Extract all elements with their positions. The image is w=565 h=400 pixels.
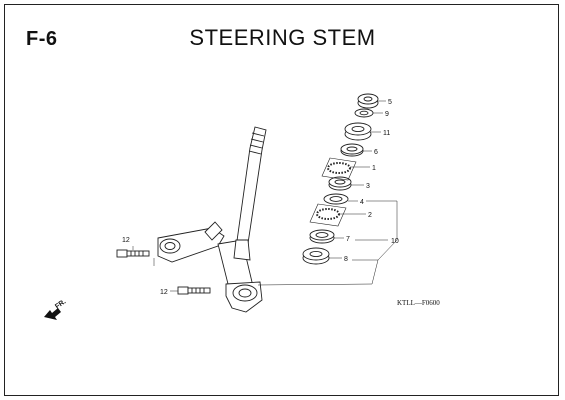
callout-9: 9 [385, 111, 389, 118]
stem-bolt[interactable] [116, 249, 211, 295]
page-title: STEERING STEM [189, 25, 376, 50]
stem-lock-nut[interactable] [357, 93, 379, 109]
callout-10: 10 [391, 238, 399, 245]
callout-4: 4 [360, 199, 364, 206]
upper-steel-balls[interactable] [321, 157, 357, 181]
dust-seal[interactable] [340, 143, 364, 157]
front-direction-arrow: FR. [44, 298, 67, 320]
page-frame [4, 4, 559, 396]
callout-1: 1 [372, 165, 376, 172]
adjusting-nut[interactable] [344, 122, 372, 141]
callout-5: 5 [388, 99, 392, 106]
lock-washer[interactable] [354, 108, 374, 118]
callout-3: 3 [366, 183, 370, 190]
callout-labels: 5 9 11 6 1 3 4 2 7 10 8 12 12 [122, 99, 399, 296]
bottom-cone-race[interactable] [302, 247, 330, 265]
reference-code: KTLL—F0600 [397, 299, 440, 307]
lower-steel-balls[interactable] [309, 203, 347, 227]
callout-2: 2 [368, 212, 372, 219]
callout-7: 7 [346, 236, 350, 243]
top-ball-race[interactable] [323, 193, 349, 205]
bottom-ball-race[interactable] [309, 229, 335, 244]
section-code: F-6 [26, 28, 58, 50]
callout-6: 6 [374, 149, 378, 156]
callout-12-upper: 12 [122, 237, 130, 244]
leader-lines [132, 100, 398, 292]
callout-11: 11 [383, 130, 390, 137]
callout-12-lower: 12 [160, 289, 168, 296]
callout-8: 8 [344, 256, 348, 263]
steering-stem[interactable] [157, 126, 267, 313]
direction-label: FR. [54, 298, 67, 310]
